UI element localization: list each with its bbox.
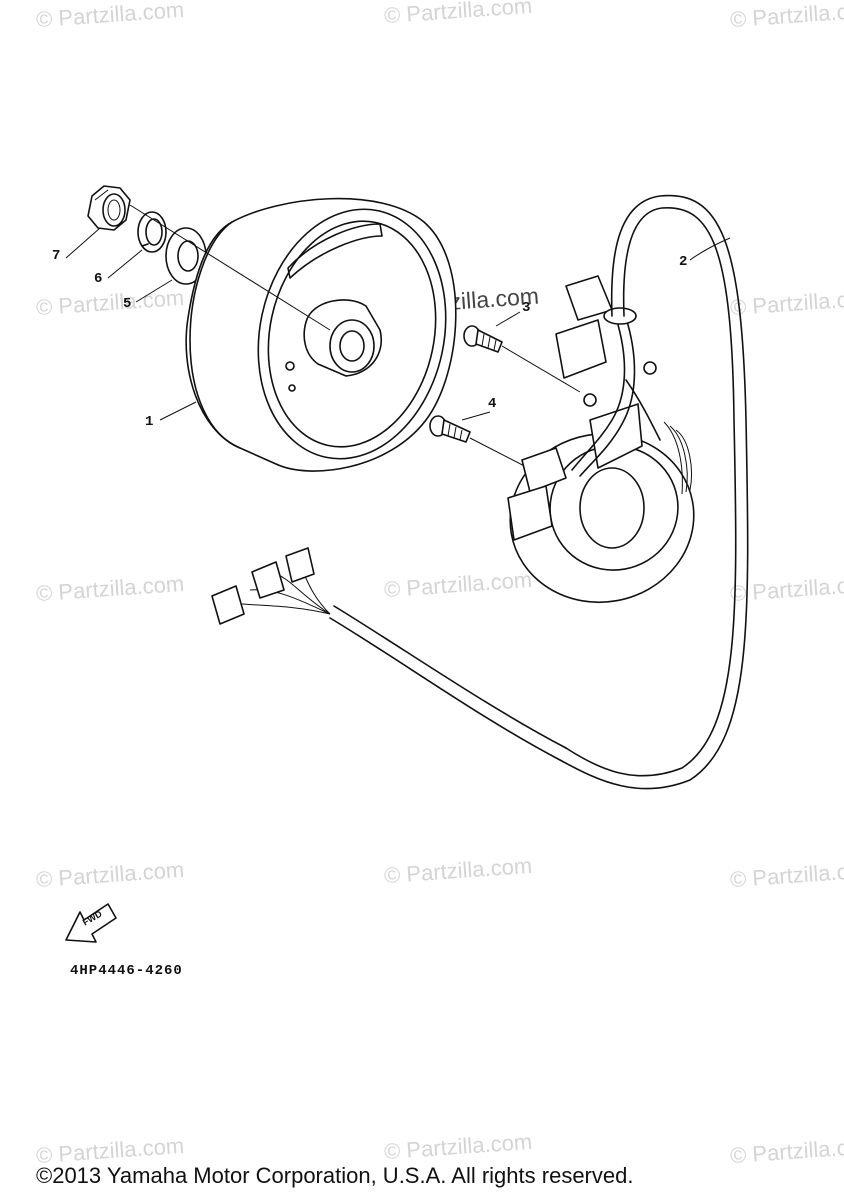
screw-part-3 <box>463 325 581 393</box>
nut-part-7 <box>87 185 131 231</box>
callout-2: 2 <box>679 254 688 270</box>
screw-part-4 <box>429 415 541 475</box>
part-code: 4HP4446-4260 <box>70 963 183 979</box>
copyright-text: ©2013 Yamaha Motor Corporation, U.S.A. A… <box>36 1163 634 1188</box>
callout-1: 1 <box>145 414 154 430</box>
fwd-arrow-icon <box>65 903 117 943</box>
leader-lines <box>65 227 731 421</box>
callout-6: 6 <box>94 271 103 287</box>
callout-4: 4 <box>488 396 497 412</box>
flywheel-part-1 <box>129 197 457 472</box>
callout-3: 3 <box>522 300 531 316</box>
callout-5: 5 <box>123 296 132 312</box>
stator-part-2 <box>211 194 749 790</box>
lock-washer-part-6 <box>137 211 167 253</box>
callout-7: 7 <box>52 248 61 264</box>
